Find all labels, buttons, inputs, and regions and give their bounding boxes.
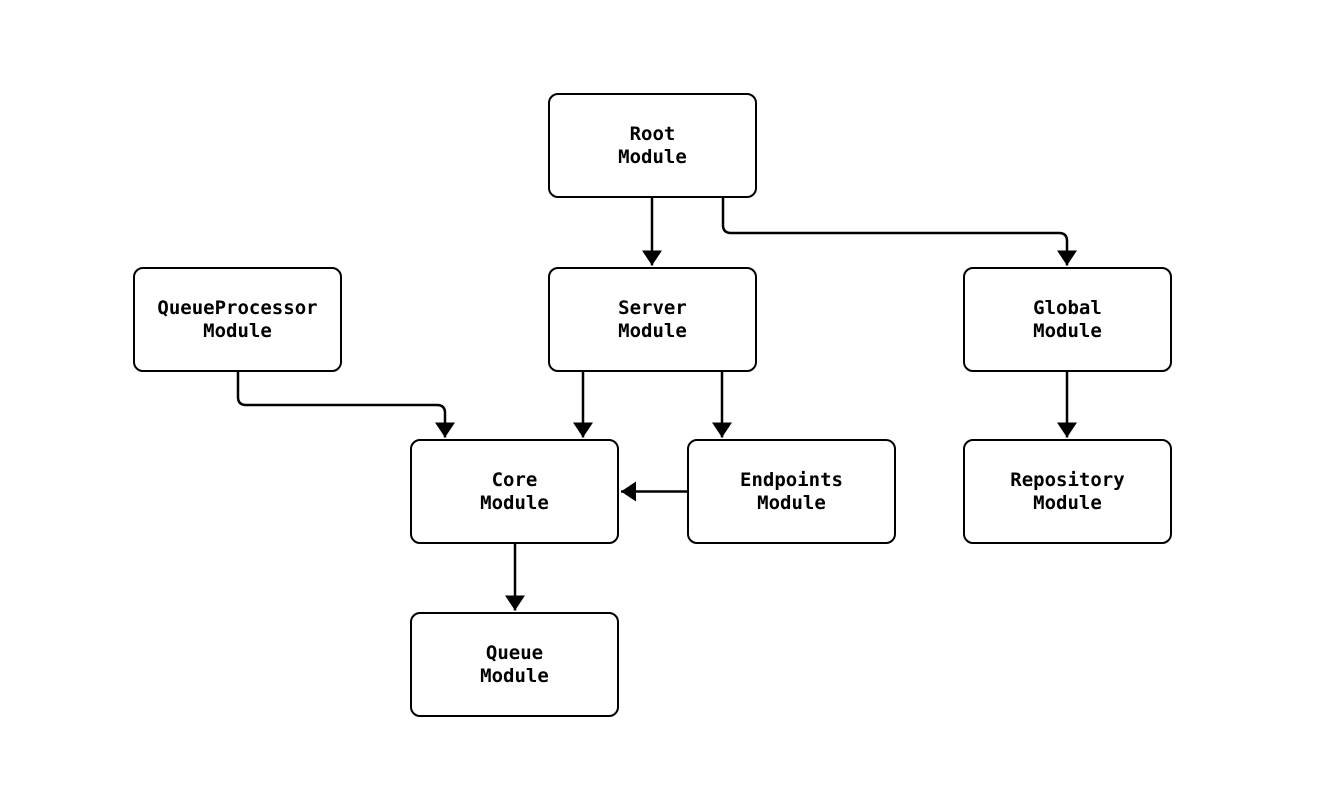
edge-queueprocessor-to-core bbox=[236, 372, 455, 438]
node-root-module-label: Root Module bbox=[618, 122, 687, 168]
node-global-module-label: Global Module bbox=[1033, 296, 1102, 342]
node-core-module-label: Core Module bbox=[480, 468, 549, 514]
node-queueprocessor-module-label: QueueProcessor Module bbox=[157, 296, 318, 342]
node-server-module: Server Module bbox=[548, 267, 757, 372]
node-queue-module-label: Queue Module bbox=[480, 641, 549, 687]
node-root-module: Root Module bbox=[548, 93, 757, 198]
node-endpoints-module: Endpoints Module bbox=[687, 439, 896, 544]
node-global-module: Global Module bbox=[963, 267, 1172, 372]
edge-root-to-global bbox=[721, 198, 1077, 266]
node-repository-module-label: Repository Module bbox=[1010, 468, 1125, 514]
node-server-module-label: Server Module bbox=[618, 296, 687, 342]
node-repository-module: Repository Module bbox=[963, 439, 1172, 544]
node-core-module: Core Module bbox=[410, 439, 619, 544]
node-queue-module: Queue Module bbox=[410, 612, 619, 717]
node-queueprocessor-module: QueueProcessor Module bbox=[133, 267, 342, 372]
node-endpoints-module-label: Endpoints Module bbox=[740, 468, 843, 514]
